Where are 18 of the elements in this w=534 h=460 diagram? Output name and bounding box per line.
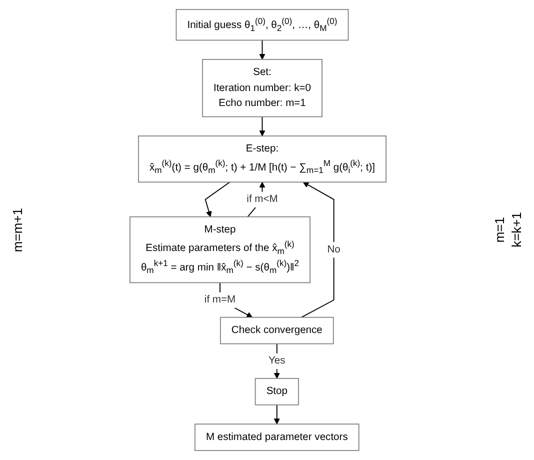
arrow — [204, 182, 230, 218]
arrow — [274, 404, 280, 424]
edge-label: No — [327, 243, 340, 256]
node-box: M estimated parameter vectors — [194, 424, 360, 451]
edge-note: m=m+1 — [10, 208, 24, 252]
edge-note: m=1 — [492, 217, 507, 243]
arrow — [259, 40, 266, 60]
arrow — [259, 116, 266, 136]
edge-note: k=k+1 — [509, 212, 524, 248]
node-box: Stop — [254, 378, 299, 406]
edge-label: if m<M — [246, 193, 278, 205]
node-box: Check convergence — [220, 316, 334, 344]
arrow — [274, 343, 280, 379]
edge-label: if m=M — [204, 294, 236, 306]
arrow — [301, 182, 334, 318]
node-box: Set: Iteration number: k=0 Echo number: m=1 — [202, 58, 322, 118]
edge-label: Yes — [268, 354, 286, 366]
node-box: E-step: x̂$_{m}$$^{(k)}$(t) = g(θ$_{m}$$^{(k)}$; t) + 1/M [h(t) − ∑$_{m=1}$$^{M}$ g(θ$_{i}$$^{(k)}$; t)] — [138, 136, 386, 183]
